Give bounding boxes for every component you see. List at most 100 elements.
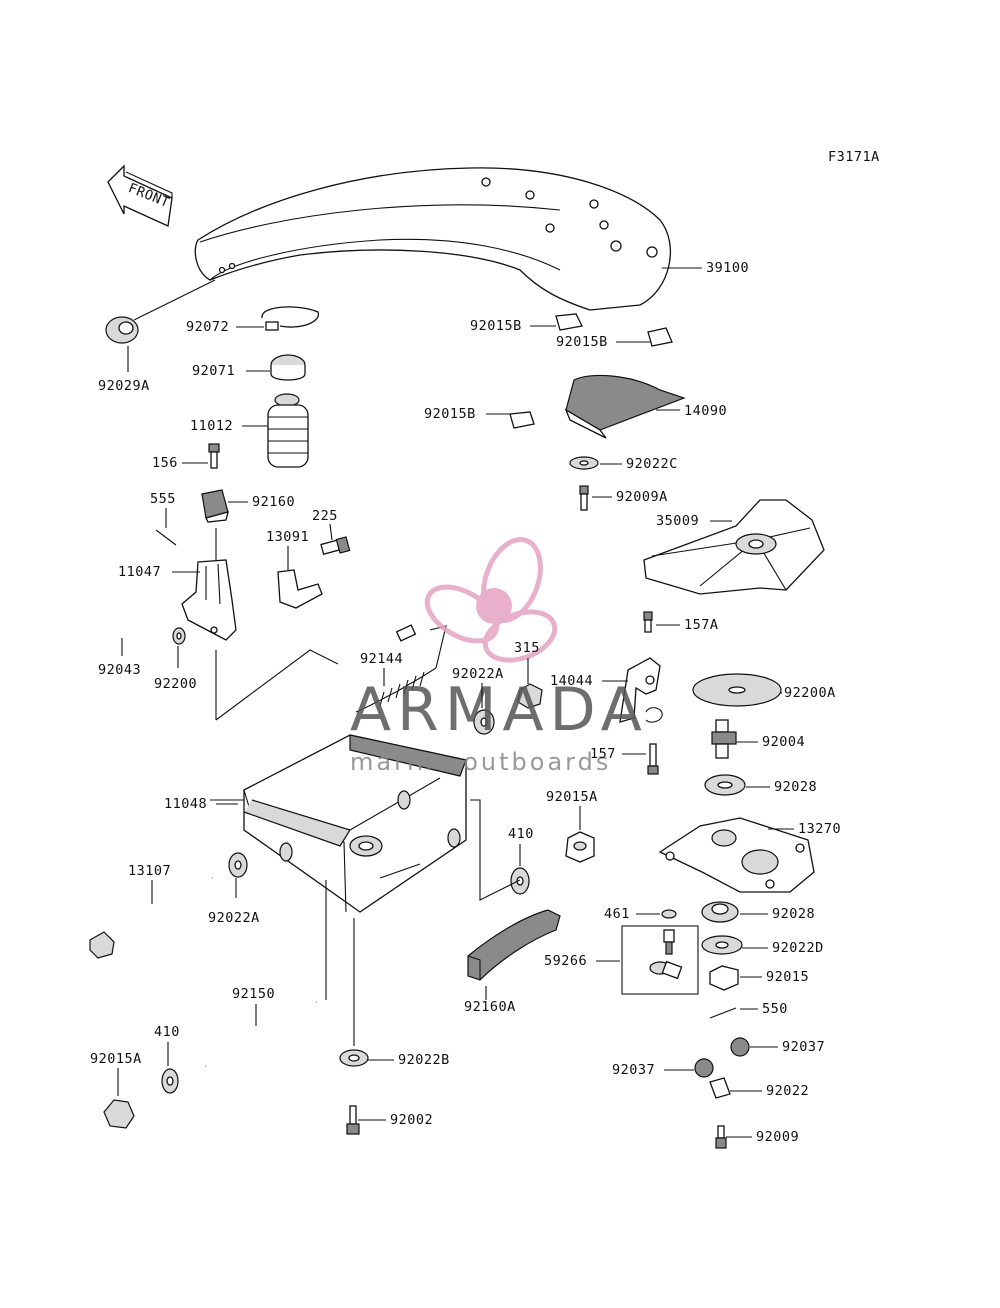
part-label-92160: 92160: [252, 494, 295, 510]
figure-code: F3171A: [828, 149, 880, 165]
watermark-tagline: marine outboards: [350, 748, 611, 776]
washer-92022A-lower-part: [228, 852, 248, 878]
part-label-35009: 35009: [656, 513, 699, 529]
part-label-92150: 92150: [232, 986, 275, 1002]
front-arrow-icon: FRONT: [107, 164, 173, 227]
part-label-92015A: 92015A: [546, 789, 598, 805]
clip-nut-part: [509, 313, 673, 429]
part-label-11012: 11012: [190, 418, 233, 434]
frame-35009-part: [643, 499, 825, 595]
bolt-157-part: [647, 743, 659, 775]
part-label-92037: 92037: [782, 1039, 825, 1055]
bolt-92009-part: [715, 1125, 727, 1149]
nut-92015A-part: [565, 831, 595, 863]
washer-461-part: [661, 909, 677, 919]
part-label-92015B: 92015B: [556, 334, 608, 350]
cover-part: [194, 167, 672, 311]
washer-92200A-part: [692, 673, 782, 707]
part-label-92160A: 92160A: [464, 999, 516, 1015]
part-label-92022: 92022: [766, 1083, 809, 1099]
bolt-92009A-part: [579, 485, 589, 511]
bolt-225-part: [320, 536, 351, 555]
part-label-461: 461: [604, 906, 630, 922]
part-label-13107: 13107: [128, 863, 171, 879]
rubber-block-part: [201, 489, 229, 523]
long-bolt-13107-part: [89, 875, 214, 959]
part-label-92144: 92144: [360, 651, 403, 667]
stud-92004-part: [711, 719, 737, 759]
part-label-550: 550: [762, 1001, 788, 1017]
part-label-92022C: 92022C: [626, 456, 678, 472]
part-label-315: 315: [514, 640, 540, 656]
part-label-92022B: 92022B: [398, 1052, 450, 1068]
part-label-92071: 92071: [192, 363, 235, 379]
cap-part: [270, 354, 306, 381]
bellows-part: [267, 393, 309, 468]
watermark-brand: ARMADA: [350, 675, 648, 745]
part-label-92002: 92002: [390, 1112, 433, 1128]
part-label-11048: 11048: [164, 796, 207, 812]
clamp-part: [261, 306, 319, 331]
part-label-92028: 92028: [774, 779, 817, 795]
part-label-92029A: 92029A: [98, 378, 150, 394]
part-label-11047: 11047: [118, 564, 161, 580]
part-label-92015B: 92015B: [470, 318, 522, 334]
part-label-92022A: 92022A: [452, 666, 504, 682]
part-label-59266: 59266: [544, 953, 587, 969]
propeller-icon: [424, 537, 558, 663]
part-label-92009A: 92009A: [616, 489, 668, 505]
washer-410-lower-part: [161, 1068, 179, 1094]
part-label-410: 410: [508, 826, 534, 842]
bracket-13091-part: [277, 569, 323, 609]
shaft-92043-part: [103, 611, 151, 639]
nut-92015-part: [709, 965, 739, 991]
kit-59266-box: [621, 925, 699, 995]
support-11047-part: [181, 559, 237, 641]
clip-92022-part: [709, 1077, 731, 1099]
part-label-555: 555: [150, 491, 176, 507]
nut-315-part: [517, 683, 543, 709]
part-label-157A: 157A: [684, 617, 719, 633]
leader-line-225: [329, 523, 333, 541]
part-label-92200: 92200: [154, 676, 197, 692]
part-label-92009: 92009: [756, 1129, 799, 1145]
part-label-157: 157: [590, 746, 616, 762]
part-label-14090: 14090: [684, 403, 727, 419]
cotter-pin-part: [709, 1007, 737, 1019]
bolt-156-part: [208, 443, 220, 469]
bolt-157A-part: [643, 611, 653, 633]
cover-14090-part: [564, 374, 686, 439]
part-label-92043: 92043: [98, 662, 141, 678]
part-label-410: 410: [154, 1024, 180, 1040]
part-label-92022D: 92022D: [772, 940, 824, 956]
part-label-92022A: 92022A: [208, 910, 260, 926]
washer-92022C-part: [569, 456, 599, 470]
pin-part: [155, 529, 177, 546]
part-label-92037: 92037: [612, 1062, 655, 1078]
part-label-92015A: 92015A: [90, 1051, 142, 1067]
part-label-156: 156: [152, 455, 178, 471]
plate-13270-part: [658, 817, 815, 893]
part-label-92004: 92004: [762, 734, 805, 750]
part-label-92015B: 92015B: [424, 406, 476, 422]
washer-410-part: [510, 867, 530, 895]
watermark: ARMADA marine outboards: [350, 537, 648, 776]
washer-92022A-part: [473, 709, 495, 735]
part-label-13091: 13091: [266, 529, 309, 545]
part-label-92200A: 92200A: [784, 685, 836, 701]
spring-92144-part: [355, 624, 447, 713]
nut-92015A-lower-part: [103, 1099, 135, 1129]
part-label-92028: 92028: [772, 906, 815, 922]
bolt-92002-part: [346, 1105, 360, 1135]
part-label-14044: 14044: [550, 673, 593, 689]
part-label-92015: 92015: [766, 969, 809, 985]
part-label-225: 225: [312, 508, 338, 524]
washer-92028-lower-part: [701, 901, 739, 923]
part-label-13270: 13270: [798, 821, 841, 837]
grommet-part: [105, 279, 216, 344]
part-label-92072: 92072: [186, 319, 229, 335]
bracket-14044-part: [619, 657, 663, 723]
